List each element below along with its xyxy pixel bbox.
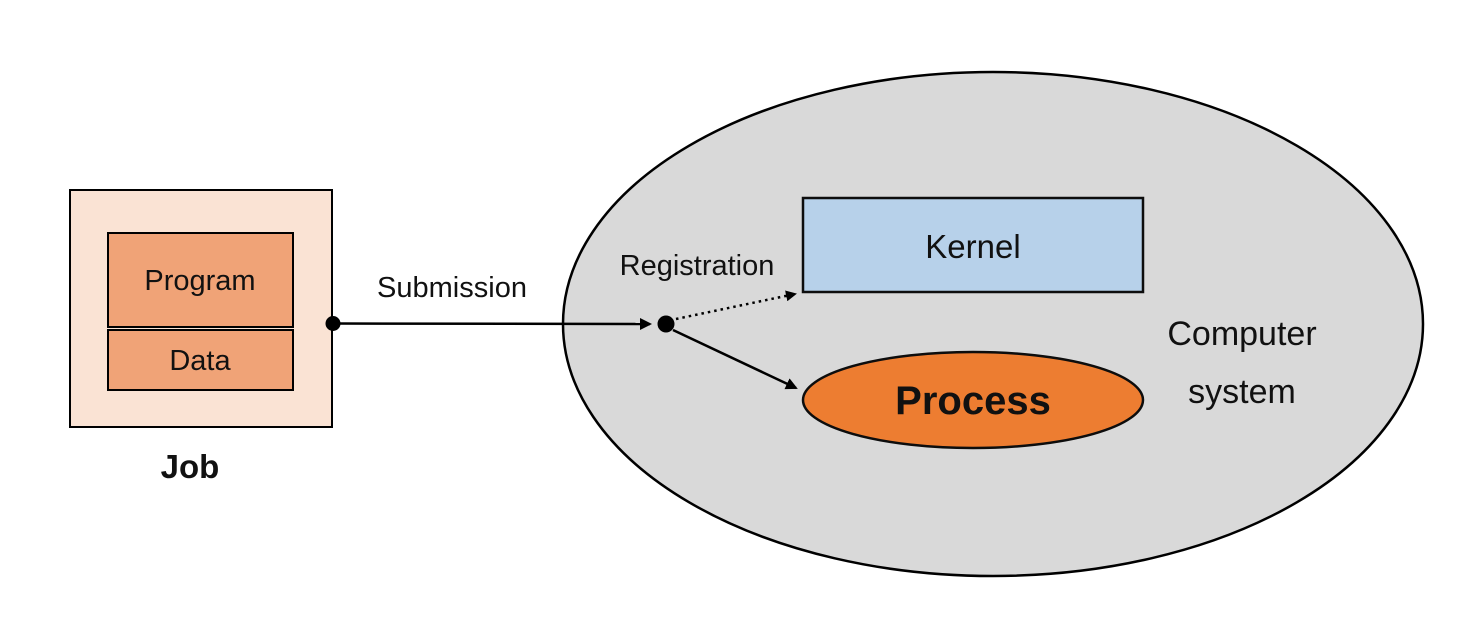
kernel-box <box>801 196 1145 294</box>
computer-system-label-line2: system <box>1188 373 1296 411</box>
kernel-label: Kernel <box>925 228 1020 265</box>
job-label: Job <box>161 448 220 485</box>
junction-dot <box>657 315 675 333</box>
registration-arrow <box>675 290 797 321</box>
program-box <box>107 232 294 328</box>
process-arrow <box>672 328 798 390</box>
submission-label: Submission <box>377 272 527 304</box>
data-label: Data <box>169 345 231 377</box>
registration-label: Registration <box>620 250 775 282</box>
process-label: Process <box>895 379 1051 423</box>
program-label: Program <box>144 265 255 297</box>
computer-system-label-line1: Computer <box>1167 315 1316 353</box>
data-box <box>107 329 294 391</box>
submission-arrow <box>334 317 652 330</box>
process-ellipse <box>801 350 1145 450</box>
submission-start-dot <box>325 316 341 331</box>
